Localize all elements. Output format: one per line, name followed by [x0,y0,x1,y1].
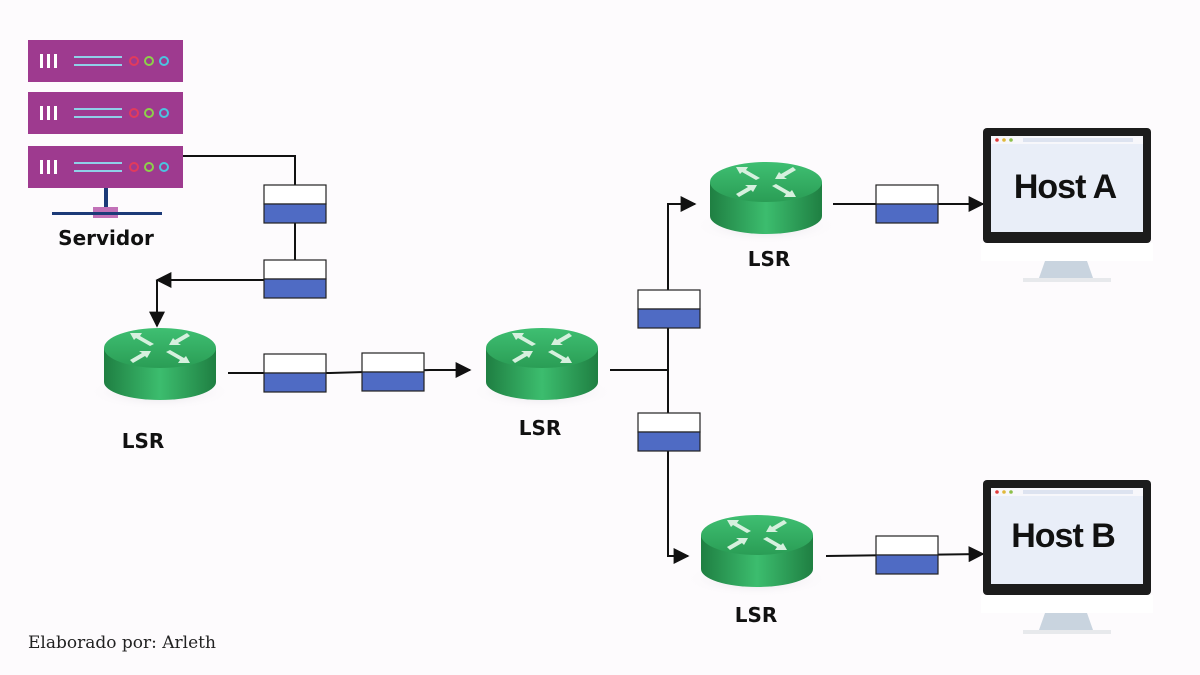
router-icon [470,328,614,410]
packet-icon [875,535,939,575]
router-icon [694,162,838,244]
server-label: Servidor [58,226,154,250]
packet-icon [263,184,327,224]
packet-icon [263,353,327,393]
router-icon [88,328,232,410]
host-b-label: Host B [1011,517,1115,555]
router-icon [685,515,829,597]
packet-icon [637,289,701,329]
packet-icon [263,259,327,299]
lsr-upper-label: LSR [748,247,791,271]
host-b-monitor-icon [981,480,1153,634]
lsr-ingress-label: LSR [122,429,165,453]
packet-icon [637,412,701,452]
lsr-core-label: LSR [519,416,562,440]
server-stack-icon [27,39,184,218]
packet-icon [875,184,939,224]
lsr-lower-label: LSR [735,603,778,627]
host-a-label: Host A [1014,168,1117,206]
packet-icon [361,352,425,392]
credit-text: Elaborado por: Arleth [28,633,216,653]
